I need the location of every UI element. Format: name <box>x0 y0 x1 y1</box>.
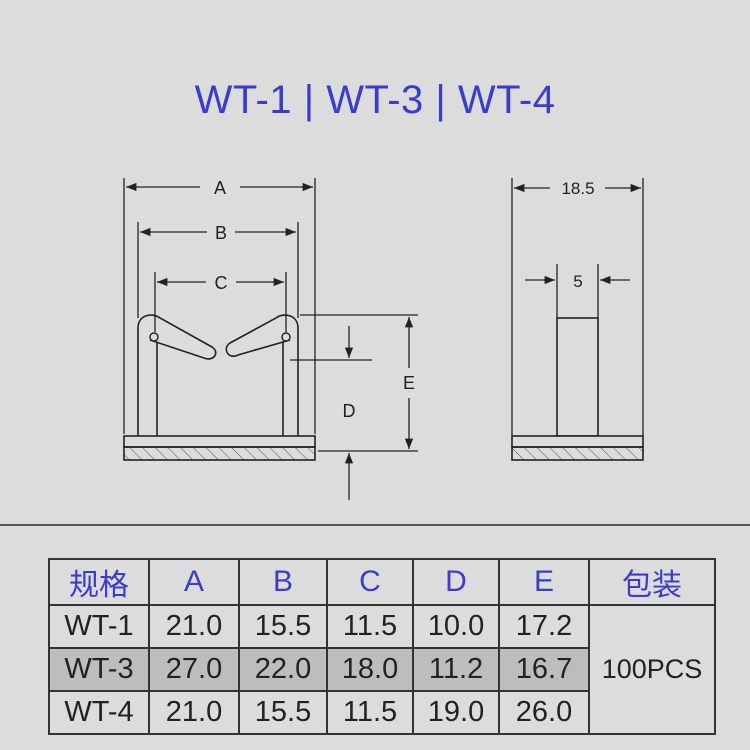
header-a: A <box>148 558 240 606</box>
dim-a-label: A <box>214 178 226 198</box>
cell-b: 22.0 <box>238 647 328 692</box>
dim-e-label: E <box>403 373 415 393</box>
cell-spec: WT-3 <box>48 647 150 692</box>
dim-c-label: C <box>215 273 228 293</box>
side-post-label: 5 <box>573 272 582 291</box>
cell-c: 18.0 <box>326 647 414 692</box>
table-header-row: 规格 A B C D E 包装 <box>48 558 716 606</box>
cell-packaging: 100PCS <box>588 604 716 735</box>
cell-e: 26.0 <box>498 690 590 735</box>
page-title: WT-1 | WT-3 | WT-4 <box>194 78 556 122</box>
cell-b: 15.5 <box>238 690 328 735</box>
dim-d-label: D <box>343 401 356 421</box>
dim-b-label: B <box>215 223 227 243</box>
cell-e: 17.2 <box>498 604 590 649</box>
cell-e: 16.7 <box>498 647 590 692</box>
header-packaging: 包装 <box>588 558 716 606</box>
front-view <box>123 178 418 500</box>
table-row: WT-4 21.0 15.5 11.5 19.0 26.0 <box>48 690 715 735</box>
cell-a: 21.0 <box>148 690 240 735</box>
header-e: E <box>498 558 590 606</box>
header-spec: 规格 <box>48 558 150 606</box>
cell-c: 11.5 <box>326 604 414 649</box>
section-divider <box>0 524 750 526</box>
cell-b: 15.5 <box>238 604 328 649</box>
header-d: D <box>412 558 500 606</box>
side-width-label: 18.5 <box>561 179 594 198</box>
cell-d: 11.2 <box>412 647 500 692</box>
cell-c: 11.5 <box>326 690 414 735</box>
cell-d: 19.0 <box>412 690 500 735</box>
cell-spec: WT-1 <box>48 604 150 649</box>
cell-d: 10.0 <box>412 604 500 649</box>
cell-a: 27.0 <box>148 647 240 692</box>
cell-spec: WT-4 <box>48 690 150 735</box>
cell-a: 21.0 <box>148 604 240 649</box>
table-row: WT-1 21.0 15.5 11.5 10.0 17.2 100PCS <box>48 604 716 735</box>
header-c: C <box>326 558 414 606</box>
spec-table: 规格 A B C D E 包装 WT-1 21.0 15.5 11.5 10.0… <box>48 558 716 735</box>
table-row: WT-3 27.0 22.0 18.0 11.2 16.7 <box>48 647 715 692</box>
side-view <box>511 178 644 461</box>
header-b: B <box>238 558 328 606</box>
technical-drawing: A B C D E 18.5 5 <box>123 178 644 500</box>
